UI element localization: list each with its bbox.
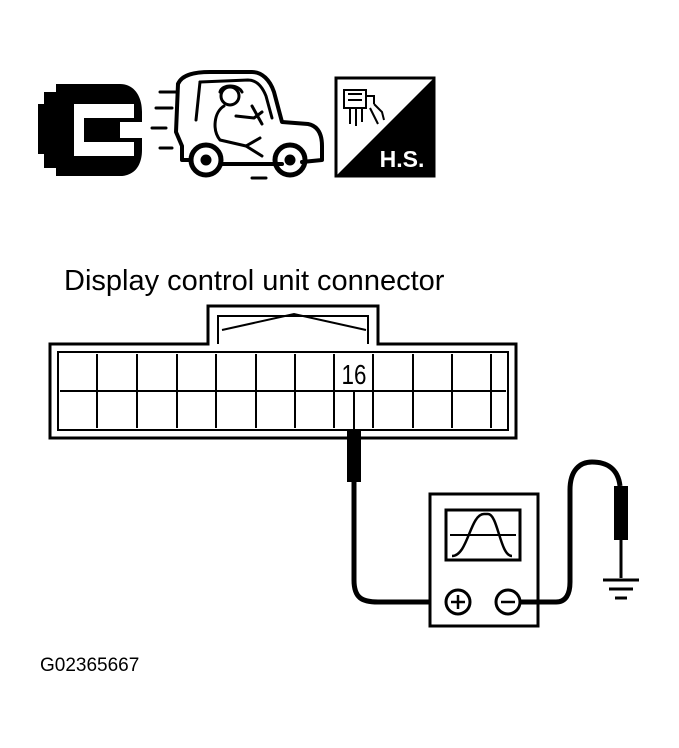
ground-probe <box>614 486 628 578</box>
waveform-trace <box>451 512 513 558</box>
test-probe <box>347 392 361 580</box>
terminal-16-label: 16 <box>342 360 367 391</box>
connector-title: Display control unit connector <box>64 265 445 297</box>
figure-id: G02365667 <box>40 655 139 676</box>
terminal-grid <box>60 354 506 428</box>
harness-icon: H.S. <box>334 76 436 178</box>
connector-icon <box>38 84 142 176</box>
oscilloscope <box>428 492 540 628</box>
negative-lead <box>520 459 623 605</box>
positive-lead <box>351 579 444 605</box>
harness-label: H.S. <box>380 146 425 172</box>
ground-icon <box>603 578 639 600</box>
connector-face <box>48 304 518 440</box>
driving-vehicle-icon <box>150 70 324 180</box>
